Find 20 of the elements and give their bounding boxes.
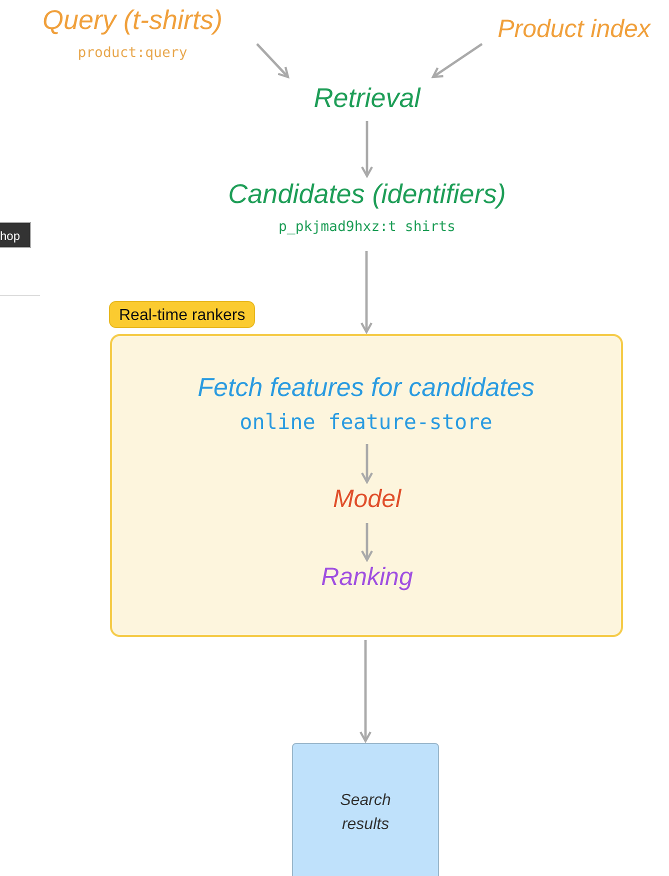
step-label: Retrieval bbox=[314, 82, 420, 115]
code-text: p_pkjmad9hxz:t shirts bbox=[278, 218, 456, 237]
arrow bbox=[256, 43, 290, 78]
input-label: Product index bbox=[498, 14, 650, 45]
arrow bbox=[360, 523, 374, 562]
arrow bbox=[359, 640, 372, 742]
arrow bbox=[360, 251, 373, 334]
group-badge: Real-time rankers bbox=[109, 301, 256, 328]
code-text: product:query bbox=[78, 44, 188, 63]
step-label: Model bbox=[332, 484, 402, 515]
arrow bbox=[360, 121, 374, 178]
step-label: Fetch features for candidates bbox=[198, 371, 534, 403]
input-label: Query (t-shirts) bbox=[42, 4, 222, 37]
arrow bbox=[432, 43, 483, 78]
step-label: Ranking bbox=[321, 562, 413, 593]
arrow bbox=[360, 444, 374, 484]
result-card: Search results bbox=[292, 743, 439, 876]
code-text: online feature-store bbox=[240, 409, 492, 436]
tooltip-tag: hop bbox=[0, 222, 32, 248]
step-label: Candidates (identifiers) bbox=[228, 178, 506, 211]
